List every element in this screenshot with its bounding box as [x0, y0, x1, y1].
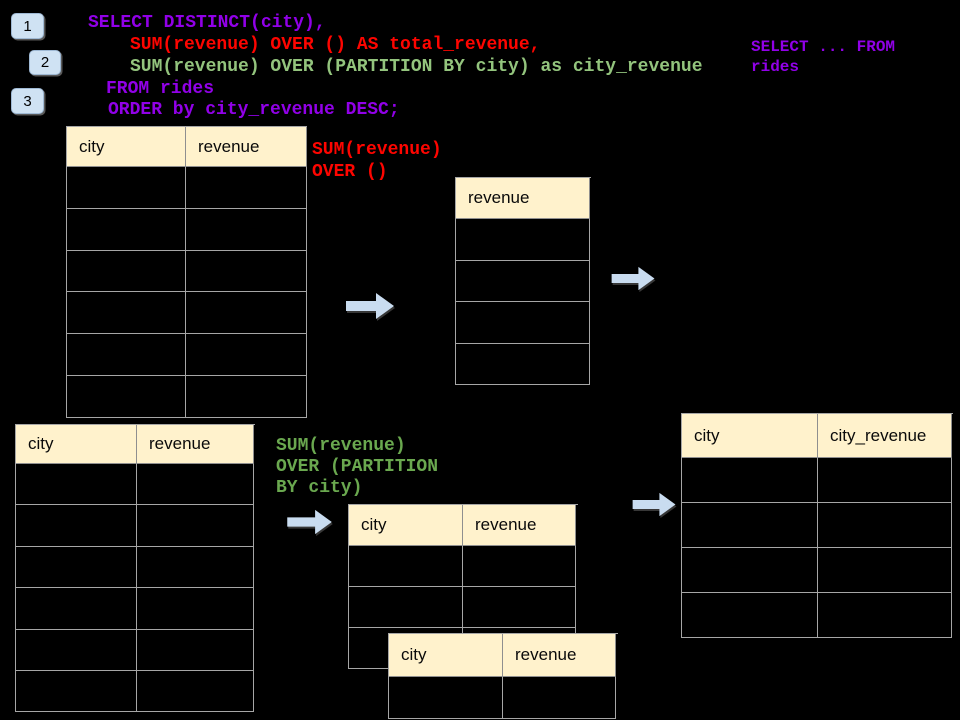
table-cell-empty	[456, 343, 590, 385]
table-cell-empty	[818, 502, 952, 548]
sql-line-select: SELECT DISTINCT(city),	[88, 13, 326, 33]
table-cell-empty	[682, 458, 818, 503]
annotation-partition-line2: OVER (PARTITION	[276, 457, 439, 477]
annotation-total-revenue: SUM(revenue)OVER ()	[312, 139, 442, 183]
table-cell-empty	[456, 219, 590, 261]
table-cell-empty	[463, 587, 576, 628]
table-cell-empty	[67, 167, 186, 209]
column-header-revenue: revenue	[463, 505, 576, 546]
annotation-partition-line1: SUM(revenue)	[276, 436, 406, 456]
source-table-bottom: city revenue	[15, 424, 255, 713]
flow-arrow-right-icon	[611, 266, 655, 291]
table-cell-empty	[682, 547, 818, 593]
column-header-city: city	[349, 505, 463, 546]
column-header-revenue: revenue	[137, 425, 254, 464]
table-cell-empty	[137, 588, 254, 630]
column-header-revenue: revenue	[503, 634, 616, 677]
table-cell-empty	[16, 588, 137, 630]
flow-arrow-right-icon	[287, 509, 332, 535]
table-cell-empty	[67, 208, 186, 251]
flow-arrow-right-icon	[632, 492, 676, 517]
table-cell-empty	[456, 302, 590, 344]
table-cell-empty	[463, 546, 576, 587]
table-cell-empty	[503, 677, 616, 719]
step-badge-1-label: 1	[23, 17, 32, 35]
table-cell-empty	[137, 464, 254, 506]
table-cell-empty	[186, 208, 307, 251]
table-cell-empty	[16, 670, 137, 713]
table-cell-empty	[349, 587, 463, 628]
partition-step-table-overlay: city revenue	[388, 633, 618, 719]
sql-line-order-by: ORDER by city_revenue DESC;	[108, 100, 400, 120]
table-cell-empty	[682, 592, 818, 638]
table-cell-empty	[682, 502, 818, 548]
column-header-city: city	[682, 414, 818, 458]
table-cell-empty	[818, 592, 952, 638]
sql-line-from: FROM rides	[106, 79, 215, 99]
table-cell-empty	[67, 250, 186, 293]
column-header-revenue: revenue	[186, 127, 307, 167]
annotation-total-line1: SUM(revenue)	[312, 140, 442, 160]
side-code-line1: SELECT ... FROM	[751, 38, 896, 56]
table-cell-empty	[389, 677, 503, 719]
table-cell-empty	[67, 375, 186, 418]
total-revenue-table: revenue	[455, 177, 591, 385]
table-cell-empty	[16, 505, 137, 547]
table-cell-empty	[137, 546, 254, 589]
table-cell-empty	[349, 546, 463, 587]
annotation-total-line2: OVER ()	[312, 162, 388, 182]
column-header-city: city	[67, 127, 186, 167]
table-cell-empty	[16, 546, 137, 589]
annotation-partition-line3: BY city)	[276, 478, 363, 498]
table-cell-empty	[137, 629, 254, 671]
table-cell-empty	[818, 458, 952, 503]
table-cell-empty	[137, 505, 254, 547]
table-cell-empty	[186, 250, 307, 293]
step-badge-2-label: 2	[40, 54, 50, 71]
partition-step-table: city revenue	[348, 504, 578, 669]
column-header-city: city	[389, 634, 503, 677]
flow-arrow-right-icon	[346, 293, 394, 319]
source-table-top: city revenue	[66, 126, 307, 418]
table-cell-empty	[137, 670, 254, 713]
table-cell-empty	[67, 334, 186, 376]
city-revenue-result-table: city city_revenue	[681, 413, 953, 638]
table-cell-empty	[16, 629, 137, 671]
sql-line-total-revenue: SUM(revenue) OVER () AS total_revenue,	[130, 35, 541, 55]
column-header-city: city	[16, 425, 137, 464]
step-badge-3: 3	[11, 88, 44, 114]
column-header-city-revenue: city_revenue	[818, 414, 952, 458]
table-cell-empty	[67, 292, 186, 335]
table-cell-empty	[186, 167, 307, 209]
table-cell-empty	[186, 292, 307, 335]
step-badge-3-label: 3	[23, 92, 32, 110]
column-header-revenue: revenue	[456, 178, 590, 219]
step-badge-2: 2	[29, 50, 61, 75]
step-badge-1: 1	[11, 13, 44, 39]
table-cell-empty	[456, 260, 590, 302]
side-code-line2: rides	[751, 58, 800, 76]
table-cell-empty	[186, 375, 307, 418]
table-cell-empty	[16, 464, 137, 506]
sql-line-city-revenue: SUM(revenue) OVER (PARTITION BY city) as…	[130, 57, 703, 77]
table-cell-empty	[818, 547, 952, 593]
table-cell-empty	[186, 334, 307, 376]
side-code: SELECT ... FROM rides	[751, 37, 895, 77]
